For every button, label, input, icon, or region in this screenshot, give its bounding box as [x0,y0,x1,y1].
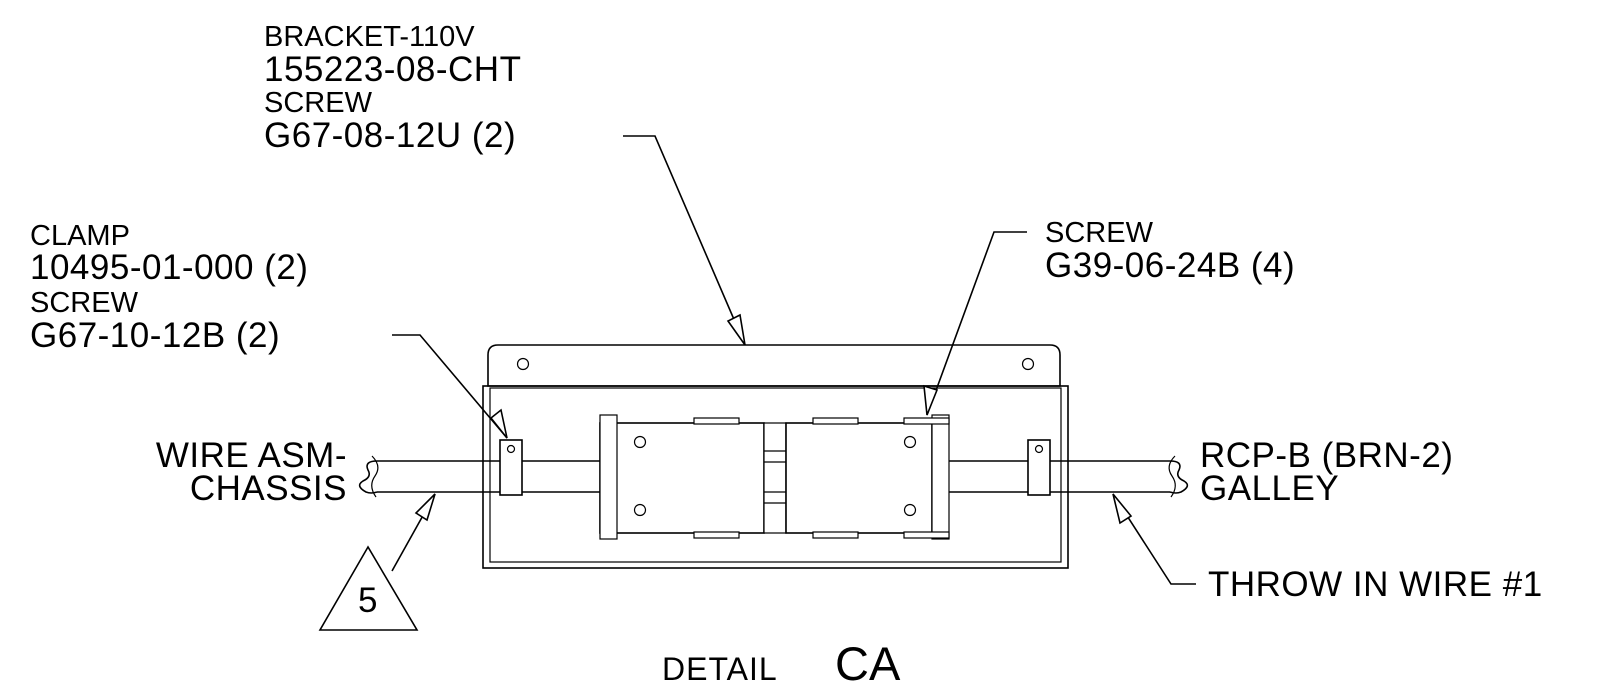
callout-clamp: CLAMP 10495-01-000 (2) SCREW G67-10-12B … [30,220,308,355]
leader-screw-right [923,231,1027,416]
detail-title-prefix: DETAIL [662,651,778,687]
bracket-assembly [482,344,1069,569]
leader-throw-in [1112,493,1196,585]
callout-screw-right: SCREW G39-06-24B (4) [1045,217,1295,285]
detail-title: DETAIL CA [662,637,901,690]
clamp-screw-number: G67-10-12B (2) [30,316,280,355]
callout-wire-left: WIRE ASM- CHASSIS [156,436,347,508]
wire-right-line1: RCP-B (BRN-2) [1200,436,1453,475]
callout-wire-right: RCP-B (BRN-2) GALLEY [1200,436,1453,508]
clamp-screw-label: SCREW [30,287,139,319]
bracket-base-outer [482,385,1069,569]
flange-hole-left [516,357,530,371]
callout-bracket: BRACKET-110V 155223-08-CHT SCREW G67-08-… [264,21,521,155]
bracket-screw-number: G67-08-12U (2) [264,116,516,155]
clamp-left [499,439,523,496]
clamp-right [1027,439,1051,496]
wire-left-line1: WIRE ASM- [156,436,347,475]
bracket-part-name: BRACKET-110V [264,21,475,53]
cable-left [358,455,600,498]
bracket-screw-label: SCREW [264,87,373,119]
clamp-part-name: CLAMP [30,220,130,252]
bracket-part-number: 155223-08-CHT [264,50,521,89]
screw-right-label: SCREW [1045,217,1154,249]
note-flag-triangle [318,545,419,631]
clamp-part-number: 10495-01-000 (2) [30,248,308,287]
bracket-base-inner [489,387,1062,563]
flange-hole-right [1021,357,1035,371]
cable-right [949,455,1189,498]
throw-in-wire-label: THROW IN WIRE #1 [1208,565,1543,604]
leader-clamp [392,334,508,439]
detail-title-code: CA [835,637,901,690]
connector-right [785,422,933,534]
leader-note-flag [391,493,436,572]
leader-bracket [623,135,746,346]
screw-right-number: G39-06-24B (4) [1045,246,1295,285]
connector-left [599,422,765,534]
wire-left-line2: CHASSIS [190,469,347,508]
wire-right-line2: GALLEY [1200,469,1339,508]
bracket-flange [487,344,1061,387]
note-flag-number: 5 [358,581,378,620]
connector-pair [599,414,950,540]
